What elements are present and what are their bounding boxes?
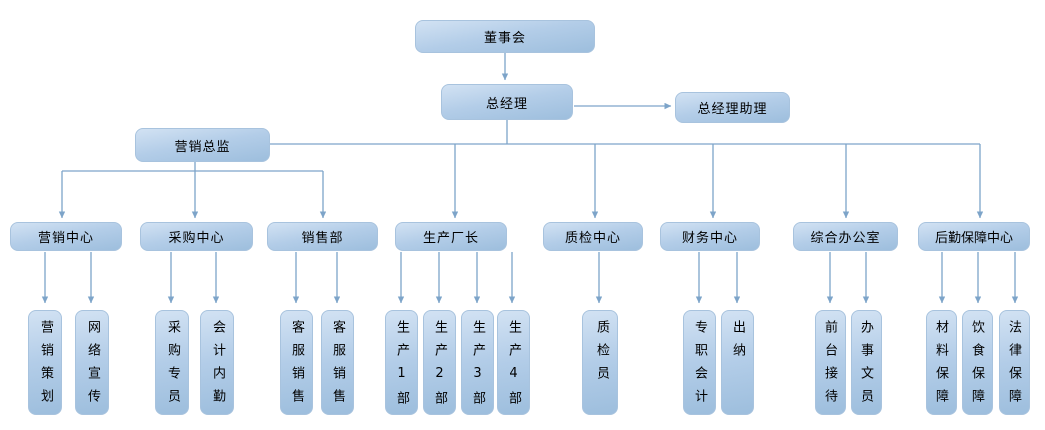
node-sales-dept[interactable]: 销售部 <box>267 222 378 251</box>
node-legal-support[interactable]: 法律保障 <box>999 310 1030 415</box>
node-finance-center[interactable]: 财务中心 <box>660 222 760 251</box>
node-production-dept-4[interactable]: 生产4部 <box>497 310 530 415</box>
node-materials-support[interactable]: 材料保障 <box>926 310 957 415</box>
node-office-clerk[interactable]: 办事文员 <box>851 310 882 415</box>
node-marketing-center[interactable]: 营销中心 <box>10 222 122 251</box>
node-cs-sales-2[interactable]: 客服销售 <box>321 310 354 415</box>
node-production-director[interactable]: 生产厂长 <box>395 222 507 251</box>
node-front-desk[interactable]: 前台接待 <box>815 310 846 415</box>
node-cashier[interactable]: 出纳 <box>721 310 754 415</box>
node-board[interactable]: 董事会 <box>415 20 595 53</box>
node-purchasing-specialist[interactable]: 采购专员 <box>155 310 189 415</box>
node-logistics-center[interactable]: 后勤保障中心 <box>918 222 1030 251</box>
node-production-dept-1[interactable]: 生产1部 <box>385 310 418 415</box>
node-full-time-accountant[interactable]: 专职会计 <box>683 310 716 415</box>
node-gm-assistant[interactable]: 总经理助理 <box>675 92 790 123</box>
node-catering-support[interactable]: 饮食保障 <box>962 310 993 415</box>
node-qa-inspector[interactable]: 质检员 <box>582 310 618 415</box>
node-production-dept-3[interactable]: 生产3部 <box>461 310 494 415</box>
node-purchasing-center[interactable]: 采购中心 <box>140 222 253 251</box>
node-production-dept-2[interactable]: 生产2部 <box>423 310 456 415</box>
node-marketing-director[interactable]: 营销总监 <box>135 128 270 162</box>
node-cs-sales-1[interactable]: 客服销售 <box>280 310 313 415</box>
node-online-promotion[interactable]: 网络宣传 <box>75 310 109 415</box>
node-marketing-planning[interactable]: 营销策划 <box>28 310 62 415</box>
node-general-office[interactable]: 综合办公室 <box>793 222 898 251</box>
node-qa-center[interactable]: 质检中心 <box>543 222 643 251</box>
node-general-manager[interactable]: 总经理 <box>441 84 573 120</box>
node-accounting-clerk[interactable]: 会计内勤 <box>200 310 234 415</box>
